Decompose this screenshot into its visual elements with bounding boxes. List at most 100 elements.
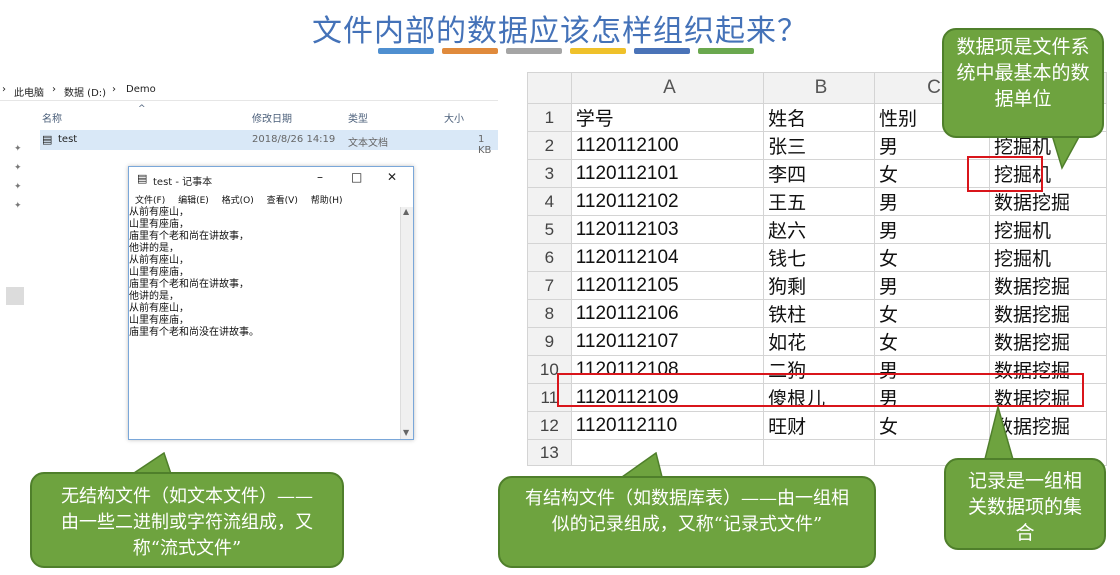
- row-number[interactable]: 4: [527, 187, 572, 216]
- breadcrumb[interactable]: › 此电脑 › 数据 (D:) › Demo: [0, 80, 498, 101]
- callout-record-text: 记录是一组相关数据项的集合: [967, 470, 1082, 544]
- notepad-titlebar: ▤ test - 记事本 – □ ✕: [129, 167, 413, 191]
- cell[interactable]: 王五: [763, 187, 875, 216]
- row-number[interactable]: 10: [527, 355, 572, 384]
- cell[interactable]: 1120112109: [570, 383, 765, 412]
- accent-bar: [698, 48, 754, 54]
- select-all-corner[interactable]: [527, 72, 572, 104]
- row-number[interactable]: 2: [527, 131, 572, 160]
- cell[interactable]: 1120112110: [570, 411, 765, 440]
- row-number[interactable]: 12: [527, 411, 572, 440]
- breadcrumb-chevron-icon: ›: [52, 84, 56, 95]
- cell[interactable]: 男: [873, 215, 990, 244]
- row-number[interactable]: 7: [527, 271, 572, 300]
- cell[interactable]: 赵六: [763, 215, 875, 244]
- pin-icon: ✦: [14, 182, 22, 192]
- row-number[interactable]: 13: [527, 439, 572, 466]
- callout-structured: 有结构文件（如数据库表）——由一组相似的记录组成，又称“记录式文件”: [498, 476, 876, 568]
- notepad-menubar: 文件(F) 编辑(E) 格式(O) 查看(V) 帮助(H): [129, 193, 413, 209]
- cell[interactable]: 数据挖掘: [988, 383, 1108, 412]
- text-line: 山里有座庙，: [129, 315, 189, 326]
- cell[interactable]: 1120112106: [570, 299, 765, 328]
- cell[interactable]: 数据挖掘: [988, 299, 1108, 328]
- file-row[interactable]: ▤ test 2018/8/26 14:19 文本文档 1 KB: [40, 130, 498, 156]
- cell[interactable]: 傻根儿: [763, 383, 875, 412]
- column-header-a[interactable]: A: [570, 72, 765, 104]
- accent-bar: [442, 48, 498, 54]
- cell[interactable]: 女: [873, 299, 990, 328]
- column-name[interactable]: 名称: [42, 114, 62, 125]
- menu-help[interactable]: 帮助(H): [310, 196, 343, 206]
- cell[interactable]: 学号: [570, 103, 765, 132]
- cell[interactable]: 张三: [763, 131, 875, 160]
- menu-file[interactable]: 文件(F): [135, 196, 166, 206]
- scroll-down-icon[interactable]: ▼: [403, 428, 410, 437]
- cell[interactable]: 如花: [763, 327, 875, 356]
- cell[interactable]: 1120112101: [570, 159, 765, 188]
- notepad-scrollbar[interactable]: ▲ ▼: [400, 207, 413, 439]
- cell[interactable]: 数据挖掘: [988, 271, 1108, 300]
- close-icon[interactable]: ✕: [387, 170, 398, 184]
- cell[interactable]: 女: [873, 411, 990, 440]
- pin-icon: ✦: [14, 144, 22, 154]
- column-header-b[interactable]: B: [763, 72, 875, 104]
- cell[interactable]: [763, 439, 875, 466]
- minimize-icon[interactable]: –: [317, 170, 323, 184]
- cell[interactable]: 1120112100: [570, 131, 765, 160]
- text-line: 从前有座山，: [129, 255, 189, 266]
- cell[interactable]: 旺财: [763, 411, 875, 440]
- row-number[interactable]: 8: [527, 299, 572, 328]
- row-number[interactable]: 6: [527, 243, 572, 272]
- cell[interactable]: 李四: [763, 159, 875, 188]
- cell[interactable]: 女: [873, 243, 990, 272]
- cell[interactable]: 1120112107: [570, 327, 765, 356]
- record-highlight: [557, 373, 1084, 407]
- callout-data-item-text: 数据项是文件系统中最基本的数据单位: [956, 36, 1090, 110]
- cell[interactable]: 1120112103: [570, 215, 765, 244]
- notepad-title: test - 记事本: [153, 177, 213, 188]
- breadcrumb-item[interactable]: 此电脑: [14, 88, 44, 99]
- cell[interactable]: 二狗: [763, 355, 875, 384]
- scroll-up-icon[interactable]: ▲: [403, 207, 410, 216]
- scroll-square[interactable]: [6, 287, 24, 305]
- notepad-text-area[interactable]: 从前有座山， 山里有座庙， 庙里有个老和尚在讲故事， 他讲的是， 从前有座山， …: [129, 207, 399, 437]
- breadcrumb-chevron-icon: ›: [2, 84, 6, 95]
- cell[interactable]: 1120112104: [570, 243, 765, 272]
- breadcrumb-item[interactable]: Demo: [126, 84, 156, 95]
- column-size[interactable]: 大小: [444, 114, 464, 125]
- text-line: 他讲的是，: [129, 291, 179, 302]
- cell[interactable]: 男: [873, 355, 990, 384]
- row-number[interactable]: 1: [527, 103, 572, 132]
- maximize-icon[interactable]: □: [351, 170, 363, 184]
- menu-edit[interactable]: 编辑(E): [178, 196, 209, 206]
- menu-format[interactable]: 格式(O): [221, 196, 254, 206]
- text-line: 他讲的是，: [129, 243, 179, 254]
- menu-view[interactable]: 查看(V): [266, 196, 298, 206]
- file-size: 1 KB: [478, 134, 492, 156]
- cell[interactable]: 数据挖掘: [988, 355, 1108, 384]
- cell[interactable]: 挖掘机: [988, 215, 1108, 244]
- cell[interactable]: 狗剩: [763, 271, 875, 300]
- column-modified[interactable]: 修改日期: [252, 114, 292, 125]
- cell[interactable]: 数据挖掘: [988, 411, 1108, 440]
- cell[interactable]: 女: [873, 327, 990, 356]
- row-number[interactable]: 5: [527, 215, 572, 244]
- column-type[interactable]: 类型: [348, 114, 368, 125]
- row-number[interactable]: 9: [527, 327, 572, 356]
- data-item-highlight: [967, 156, 1043, 192]
- cell[interactable]: 1120112102: [570, 187, 765, 216]
- text-line: 从前有座山，: [129, 207, 189, 218]
- cell[interactable]: 姓名: [763, 103, 875, 132]
- cell[interactable]: 挖掘机: [988, 243, 1108, 272]
- cell[interactable]: 男: [873, 271, 990, 300]
- row-number[interactable]: 3: [527, 159, 572, 188]
- cell[interactable]: 1120112105: [570, 271, 765, 300]
- cell[interactable]: 数据挖掘: [988, 327, 1108, 356]
- accent-bar: [506, 48, 562, 54]
- cell[interactable]: 铁柱: [763, 299, 875, 328]
- file-modified: 2018/8/26 14:19: [252, 134, 336, 145]
- cell[interactable]: [570, 439, 765, 466]
- cell[interactable]: 钱七: [763, 243, 875, 272]
- breadcrumb-item[interactable]: 数据 (D:): [64, 88, 107, 99]
